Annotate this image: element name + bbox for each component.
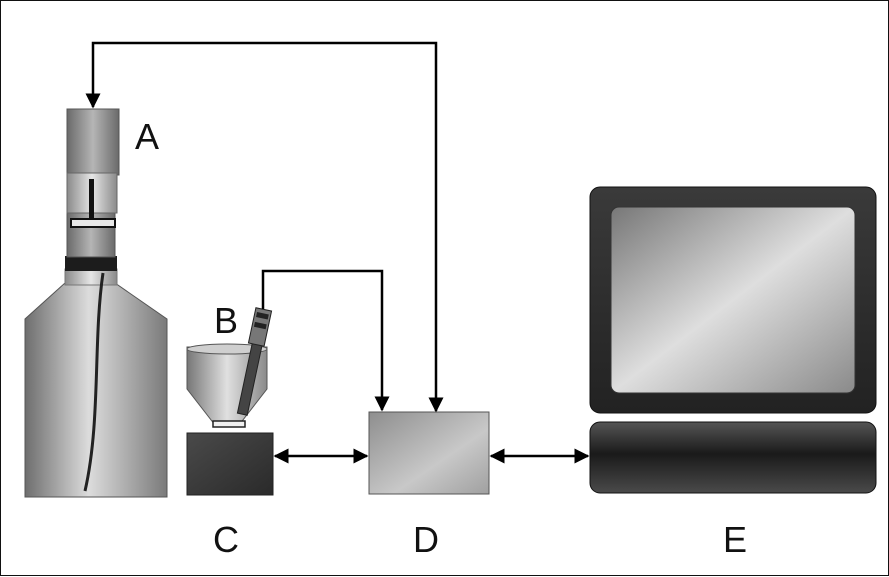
label-a: A	[135, 116, 159, 157]
computer-screen	[610, 206, 856, 394]
label-b: B	[214, 300, 238, 341]
computer-keyboard	[589, 421, 877, 494]
controller-box-d	[368, 411, 490, 495]
label-d: D	[413, 519, 439, 560]
connections	[85, 41, 590, 464]
connector-d-to-a	[85, 41, 444, 413]
dispenser-bottle-a	[24, 108, 168, 498]
titration-stand-c	[186, 343, 274, 496]
computer-e	[589, 186, 877, 494]
label-e: E	[723, 519, 747, 560]
connector-b-to-d	[261, 269, 390, 412]
label-c: C	[213, 519, 239, 560]
